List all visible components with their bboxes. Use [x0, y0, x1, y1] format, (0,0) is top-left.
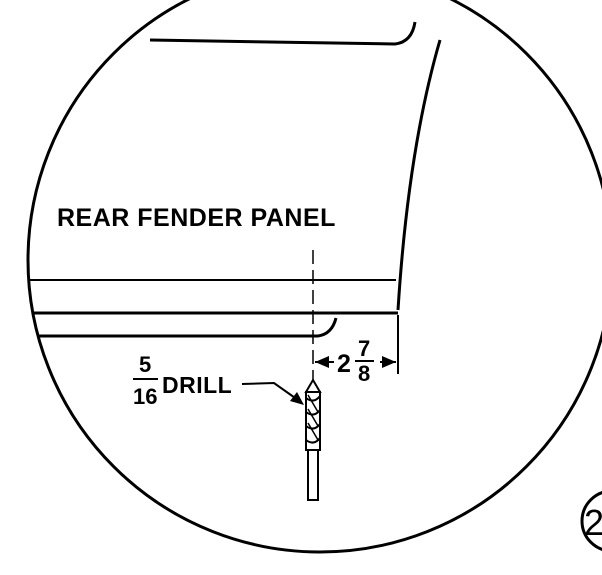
panel-top-trim	[149, 21, 417, 46]
panel-rear-edge	[396, 39, 442, 311]
figure-number-circle	[580, 491, 602, 551]
dimension-denominator: 8	[358, 361, 370, 386]
drill-text: DRILL	[162, 372, 232, 398]
drill-leader-line	[241, 381, 299, 401]
detail-circle	[26, 0, 602, 554]
fender-panel-shape	[28, 21, 442, 338]
panel-flange	[28, 317, 338, 338]
dimension-numerator: 7	[358, 336, 370, 361]
rear-fender-panel-label: REAR FENDER PANEL	[57, 204, 336, 232]
figure-number: 25	[584, 502, 602, 543]
dimension-arrows	[315, 356, 396, 368]
drill-bit-icon	[304, 378, 322, 501]
drill-numerator: 5	[139, 352, 151, 377]
drill-leader-arrow	[290, 392, 304, 405]
drill-denominator: 16	[133, 384, 157, 409]
dimension-whole: 2	[337, 350, 351, 378]
drill-label: 5 16 DRILL	[133, 352, 232, 409]
dimension-value: 2 7 8	[337, 336, 374, 386]
